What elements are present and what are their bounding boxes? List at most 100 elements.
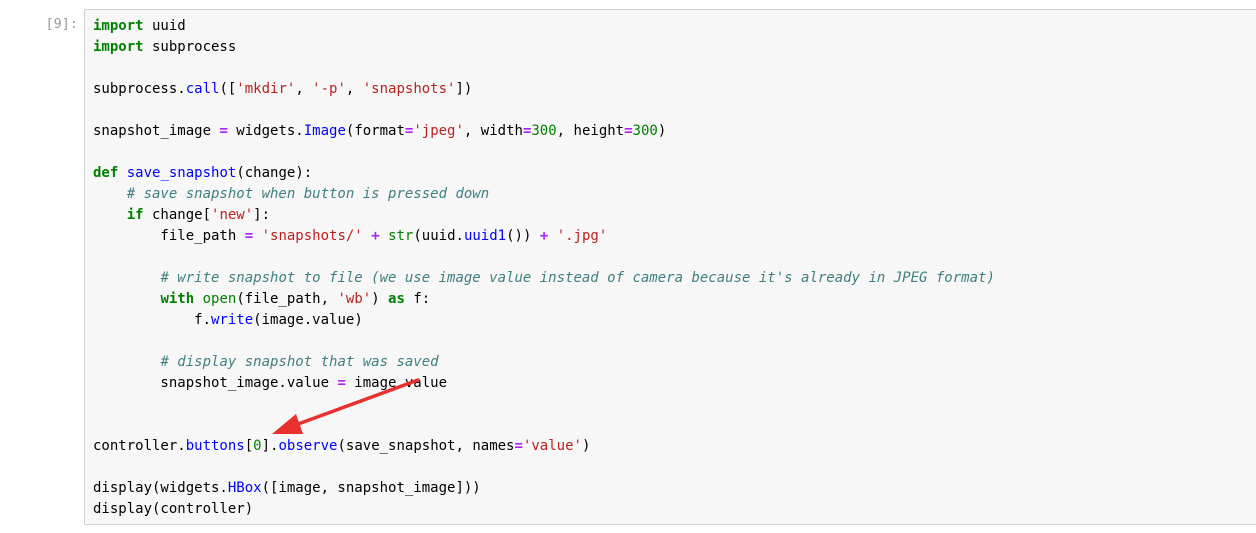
cell-prompt: [9]: bbox=[45, 16, 78, 32]
code-line bbox=[93, 58, 995, 79]
code-line: if change['new']: bbox=[93, 205, 995, 226]
code-line: snapshot_image.value = image.value bbox=[93, 373, 995, 394]
code-token: subprocess. bbox=[93, 81, 186, 97]
code-token: call bbox=[185, 81, 220, 97]
code-token: 'snapshots' bbox=[362, 81, 456, 97]
code-token: f: bbox=[404, 291, 431, 307]
code-token: 'jpeg' bbox=[413, 123, 464, 139]
code-line: f.write(image.value) bbox=[93, 310, 995, 331]
code-token: subprocess bbox=[143, 39, 237, 55]
code-token: change[ bbox=[143, 207, 212, 223]
code-line: display(widgets.HBox([image, snapshot_im… bbox=[93, 478, 995, 499]
code-line: snapshot_image = widgets.Image(format='j… bbox=[93, 121, 995, 142]
code-line: display(controller) bbox=[93, 499, 995, 520]
code-token: uuid1 bbox=[463, 228, 507, 244]
code-token: = bbox=[404, 123, 414, 139]
code-token: uuid bbox=[143, 18, 186, 34]
code-token: with bbox=[160, 291, 195, 307]
code-token: '-p' bbox=[312, 81, 346, 97]
code-token: (save_snapshot, names bbox=[337, 438, 515, 454]
code-token bbox=[380, 228, 388, 244]
code-token bbox=[548, 228, 556, 244]
code-token: = bbox=[219, 123, 228, 139]
code-token: f. bbox=[93, 312, 212, 328]
code-line: import subprocess bbox=[93, 37, 995, 58]
code-line bbox=[93, 331, 995, 352]
code-token bbox=[93, 186, 127, 202]
code-token: write bbox=[211, 312, 254, 328]
code-token: ]: bbox=[253, 207, 271, 223]
code-token: = bbox=[244, 228, 254, 244]
code-token: , width bbox=[463, 123, 523, 139]
code-token: display(controller) bbox=[93, 501, 254, 517]
code-token: snapshot_image.value bbox=[93, 375, 338, 391]
code-token bbox=[93, 291, 160, 307]
code-token bbox=[194, 291, 202, 307]
code-line: import uuid bbox=[93, 16, 995, 37]
code-token: display(widgets. bbox=[93, 480, 228, 496]
code-token: HBox bbox=[227, 480, 262, 496]
code-token: (image.value) bbox=[253, 312, 363, 328]
code-token bbox=[253, 228, 261, 244]
code-token: file_path bbox=[93, 228, 245, 244]
code-token: '.jpg' bbox=[556, 228, 608, 244]
code-token: 0 bbox=[253, 438, 262, 454]
code-token bbox=[93, 354, 160, 370]
code-line bbox=[93, 100, 995, 121]
code-line: file_path = 'snapshots/' + str(uuid.uuid… bbox=[93, 226, 995, 247]
code-token: + bbox=[539, 228, 549, 244]
code-token: 300 bbox=[531, 123, 557, 139]
code-token: widgets. bbox=[227, 123, 304, 139]
code-token: [ bbox=[244, 438, 254, 454]
code-token: ()) bbox=[506, 228, 540, 244]
code-token: , bbox=[345, 81, 363, 97]
code-token: def bbox=[93, 165, 119, 181]
code-token bbox=[93, 270, 160, 286]
code-token: , bbox=[295, 81, 313, 97]
code-token bbox=[118, 165, 126, 181]
code-token: ) bbox=[371, 291, 389, 307]
code-token: 'snapshots/' bbox=[261, 228, 363, 244]
code-line bbox=[93, 142, 995, 163]
code-line: def save_snapshot(change): bbox=[93, 163, 995, 184]
code-token: = bbox=[337, 375, 346, 391]
code-token: # save snapshot when button is pressed d… bbox=[126, 186, 490, 202]
code-token bbox=[93, 207, 127, 223]
code-token: 'new' bbox=[211, 207, 254, 223]
code-token: ) bbox=[581, 438, 591, 454]
code-token: # display snapshot that was saved bbox=[160, 354, 439, 370]
code-token: (change): bbox=[236, 165, 313, 181]
code-token: import bbox=[93, 39, 144, 55]
code-token: open bbox=[202, 291, 237, 307]
code-line: with open(file_path, 'wb') as f: bbox=[93, 289, 995, 310]
code-token: str bbox=[388, 228, 414, 244]
code-token: as bbox=[388, 291, 405, 307]
code-token: import bbox=[93, 18, 144, 34]
code-token: ]. bbox=[261, 438, 279, 454]
code-token: , height bbox=[556, 123, 625, 139]
code-token bbox=[363, 228, 371, 244]
code-token: 'value' bbox=[522, 438, 582, 454]
code-token: + bbox=[371, 228, 380, 244]
code-line bbox=[93, 415, 995, 436]
code-token: ) bbox=[657, 123, 667, 139]
code-token: image.value bbox=[345, 375, 448, 391]
code-token: ]) bbox=[455, 81, 473, 97]
code-token: (uuid. bbox=[413, 228, 464, 244]
code-token: ([image, snapshot_image])) bbox=[261, 480, 481, 496]
code-token: ([ bbox=[219, 81, 237, 97]
code-token: buttons bbox=[185, 438, 245, 454]
code-token: observe bbox=[278, 438, 338, 454]
code-token: # write snapshot to file (we use image v… bbox=[160, 270, 995, 286]
code-token: (format bbox=[345, 123, 405, 139]
code-token: save_snapshot bbox=[126, 165, 237, 181]
code-token: = bbox=[624, 123, 633, 139]
code-token: 300 bbox=[632, 123, 658, 139]
code-line: subprocess.call(['mkdir', '-p', 'snapsho… bbox=[93, 79, 995, 100]
code-line: # display snapshot that was saved bbox=[93, 352, 995, 373]
code-token: snapshot_image bbox=[93, 123, 220, 139]
code-token: = bbox=[514, 438, 523, 454]
